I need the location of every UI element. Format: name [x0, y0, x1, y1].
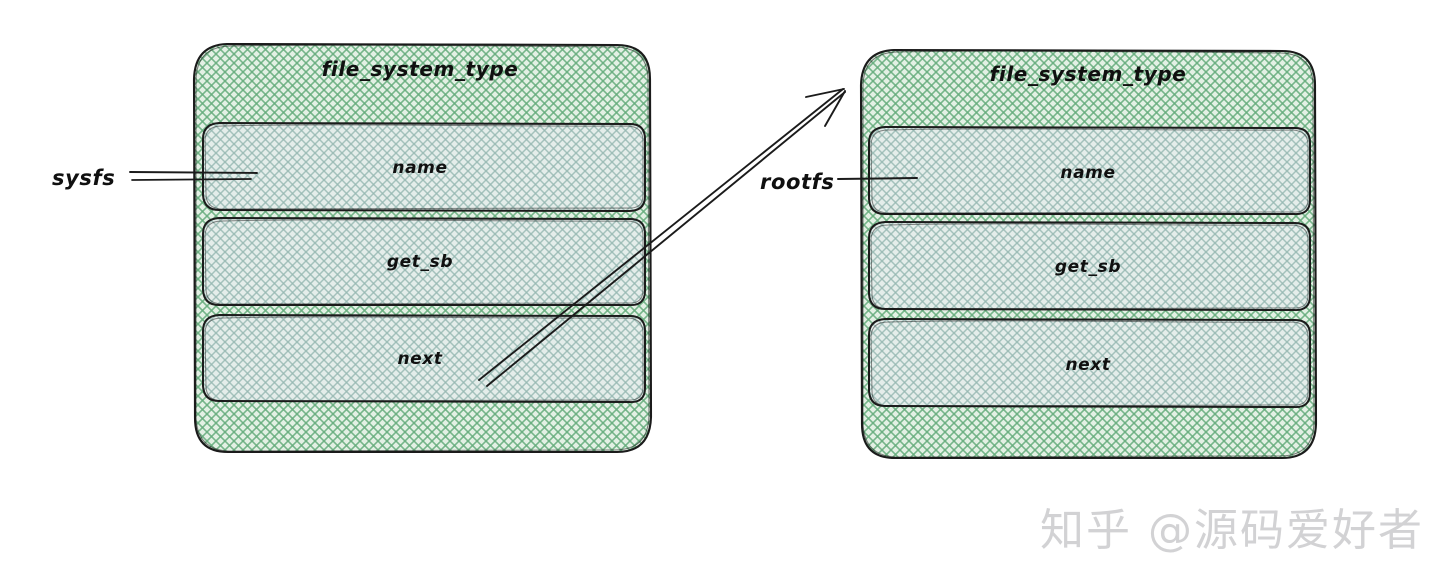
- struct-rootfs[interactable]: file_system_type name get_sb next: [859, 48, 1318, 460]
- struct-sysfs-field-next-box-sketch: [204, 316, 644, 402]
- struct-sysfs-field-get_sb-box-sketch: [204, 219, 644, 305]
- struct-sysfs-field-name-box: [202, 122, 646, 212]
- struct-rootfs-field-get_sb-label: get_sb: [1055, 257, 1121, 277]
- struct-sysfs-field-next[interactable]: next: [202, 314, 646, 404]
- struct-rootfs-field-get_sb-box-sketch: [870, 223, 1309, 310]
- struct-sysfs[interactable]: file_system_type name get_sb next: [192, 42, 653, 454]
- struct-rootfs-field-name-box: [868, 126, 1311, 216]
- struct-sysfs-field-name-box-sketch: [204, 124, 644, 210]
- pointer-sysfs-leader-line: [129, 171, 258, 174]
- struct-rootfs-field-next-box: [868, 318, 1311, 409]
- struct-rootfs-field-name[interactable]: name: [868, 126, 1311, 216]
- struct-sysfs-field-get_sb[interactable]: get_sb: [202, 217, 646, 307]
- struct-sysfs-field-get_sb-label: get_sb: [387, 252, 453, 272]
- struct-sysfs-field-name-label: name: [392, 158, 447, 178]
- connector-arrow-head-barb-lower: [824, 90, 846, 127]
- struct-rootfs-field-name-label: name: [1060, 163, 1115, 183]
- connector-arrow-shaft-a: [478, 88, 844, 381]
- struct-sysfs-title: file_system_type: [322, 57, 519, 81]
- struct-rootfs-field-next-label: next: [1065, 355, 1110, 375]
- pointer-rootfs-leader-line: [837, 177, 918, 180]
- struct-sysfs-field-next-label: next: [397, 349, 442, 369]
- pointer-sysfs-label: sysfs: [52, 166, 115, 190]
- struct-rootfs-field-next-box-sketch: [870, 320, 1309, 407]
- struct-rootfs-title: file_system_type: [990, 62, 1187, 86]
- pointer-rootfs[interactable]: rootfs: [760, 170, 918, 194]
- struct-rootfs-field-get_sb-box: [868, 221, 1311, 312]
- struct-rootfs-field-name-box-sketch: [870, 128, 1309, 214]
- watermark-label: 知乎 @源码爱好者: [1040, 505, 1424, 556]
- pointer-sysfs[interactable]: sysfs: [52, 166, 258, 190]
- struct-rootfs-field-get_sb[interactable]: get_sb: [868, 221, 1311, 312]
- struct-sysfs-outer-box-sketch: [195, 44, 650, 452]
- pointer-rootfs-label: rootfs: [760, 170, 835, 194]
- pointer-sysfs-leader-line-sketch: [131, 178, 252, 181]
- struct-sysfs-field-name[interactable]: name: [202, 122, 646, 212]
- connector-next-to-rootfs[interactable]: [478, 88, 846, 387]
- struct-rootfs-field-next[interactable]: next: [868, 318, 1311, 409]
- struct-rootfs-outer-box-sketch: [862, 50, 1315, 458]
- connector-arrow-shaft-b: [486, 91, 846, 387]
- struct-sysfs-field-get_sb-box: [202, 217, 646, 307]
- connector-arrow-head-barb-upper: [805, 88, 845, 98]
